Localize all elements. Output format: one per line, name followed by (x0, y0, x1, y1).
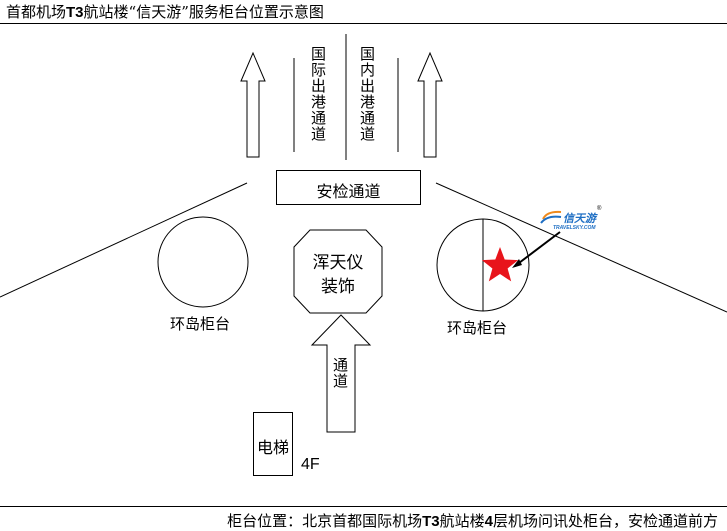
title-suffix: 服务柜台位置示意图 (188, 3, 324, 21)
right-up-arrow-icon (417, 51, 443, 158)
location-note-part1: 柜台位置：北京首都国际机场 (227, 512, 423, 530)
location-star-icon (481, 247, 519, 282)
location-note: 柜台位置：北京首都国际机场T3航站楼4层机场问讯处柜台，安检通道前方 (227, 510, 718, 531)
armillary-sphere-booth-shape (293, 229, 383, 314)
passage-label: 通道 (331, 357, 349, 389)
left-wall-line (0, 182, 248, 298)
logo-swoosh-blue (540, 215, 562, 224)
title-brand: “信天游” (128, 3, 189, 21)
domestic-departure-channel-label: 国内出港通道 (358, 46, 376, 142)
location-note-terminal: T3 (422, 513, 440, 530)
location-note-part3: 航站楼 (439, 512, 485, 530)
floor-label: 4F (301, 456, 320, 473)
location-note-part5: 层机场问讯处柜台，安检通道前方 (492, 512, 718, 530)
security-channel-label: 安检通道 (316, 182, 381, 201)
page-title: 首都机场T3航站楼“信天游”服务柜台位置示意图 (6, 1, 324, 22)
booth-label-line1: 浑天仪 (312, 253, 364, 273)
right-island-counter-label: 环岛柜台 (447, 319, 508, 337)
logo-registered: ® (597, 206, 602, 212)
security-channel-box (276, 170, 421, 205)
left-island-counter-label: 环岛柜台 (170, 315, 231, 333)
title-terminal: T3 (66, 4, 84, 21)
pointer-arrow-head-icon (512, 259, 522, 268)
title-prefix: 首都机场 (6, 3, 67, 21)
intl-departure-channel-label: 国际出港通道 (309, 46, 327, 142)
left-up-arrow-icon (240, 51, 266, 158)
logo-subtext: TRAVELSKY.COM (553, 225, 596, 231)
footer-divider (0, 506, 727, 507)
title-middle: 航站楼 (83, 3, 129, 21)
passage-arrow-icon (310, 314, 372, 433)
location-note-floor: 4 (484, 513, 493, 530)
elevator-label: 电梯 (256, 438, 289, 457)
booth-label-line2: 装饰 (321, 277, 355, 297)
right-wall-line (435, 182, 727, 313)
title-divider (0, 23, 727, 24)
elevator-box (253, 412, 293, 476)
pointer-arrow-line (514, 231, 561, 267)
logo-swoosh-orange (542, 210, 562, 220)
left-island-counter-shape (157, 216, 249, 308)
logo-text: 信天游 (563, 213, 596, 225)
